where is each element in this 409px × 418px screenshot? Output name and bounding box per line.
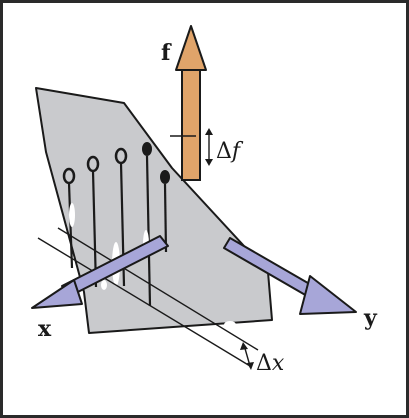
label-delta-f: Δf [216,139,244,164]
force-arrow-icon [175,25,207,181]
label-x: x [38,316,52,342]
rivet [142,142,152,156]
label-f: f [161,40,172,66]
delta-f-marker [170,128,213,166]
y-axis-arrow-icon [223,237,357,315]
delta-x-var: x [272,351,285,376]
rivet [160,170,170,184]
delta-symbol: Δ [216,139,232,164]
rivet [114,147,128,165]
label-y: y [363,305,378,331]
label-delta-x: Δx [256,351,285,376]
delta-symbol: Δ [256,351,272,376]
x-axis-arrow-icon [31,235,169,309]
slice-lines [37,227,259,367]
rivet [86,155,100,173]
delta-x-marker [240,342,254,370]
rivet [62,167,76,185]
